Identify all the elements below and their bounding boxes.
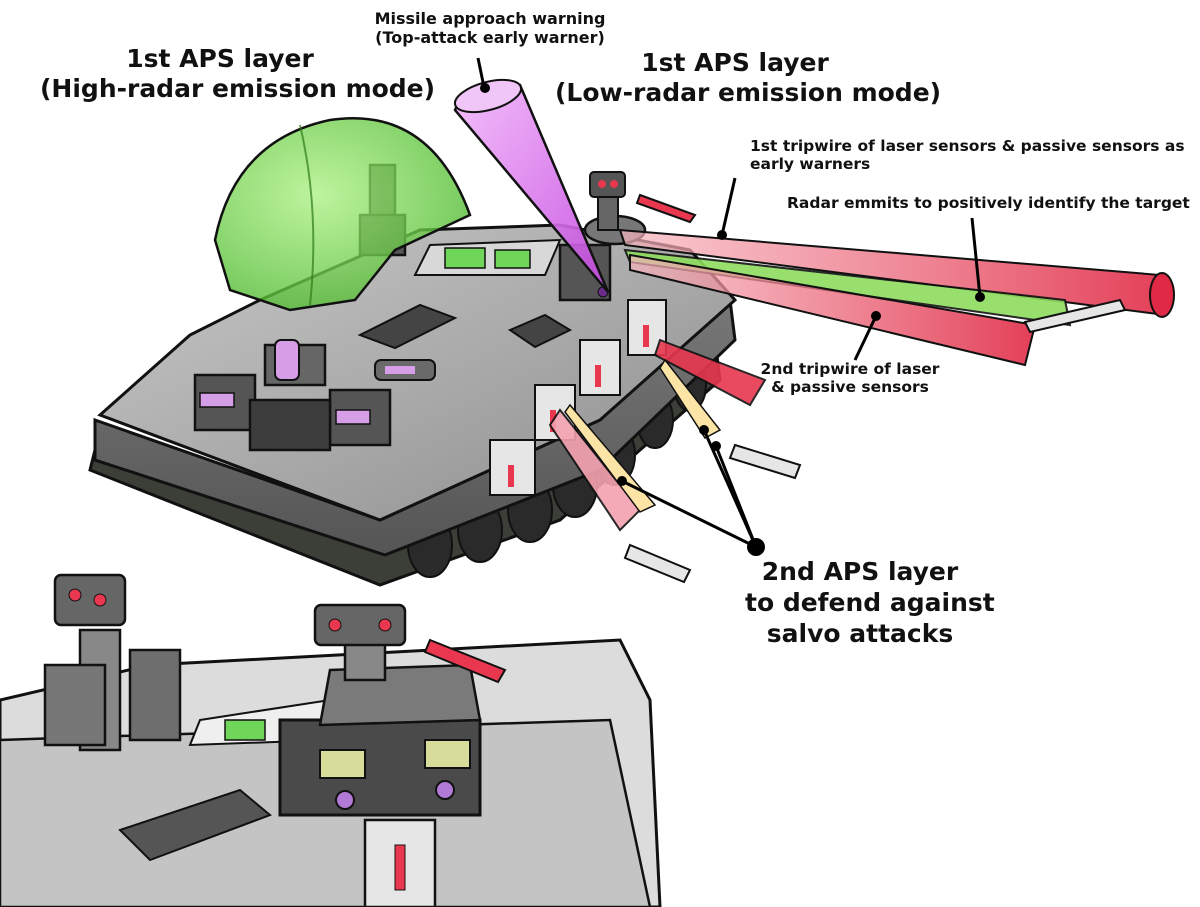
label-line: 2nd APS layer (761, 557, 959, 586)
label-line: & passive sensors (771, 378, 929, 397)
label-line: 1st tripwire of laser sensors & passive … (750, 137, 1185, 155)
label-line: salvo attacks (766, 619, 954, 648)
label-aps-high-radar: 1st APS layer (High-radar emission mode) (40, 44, 436, 103)
label-line: Radar emmits to positively identify the … (787, 194, 1190, 212)
label-radar: Radar emmits to positively identify the … (787, 194, 1190, 212)
aps-dome-high-radar (213, 116, 472, 312)
radar-icon (558, 171, 647, 302)
label-missile-warning: Missile approach warning (Top-attack ear… (360, 9, 620, 48)
label-line: to defend against (745, 588, 995, 617)
laser-beam-lower (629, 253, 1037, 367)
label-line: 2nd tripwire of laser (760, 360, 940, 378)
leader-lines (476, 57, 982, 549)
label-line: 1st APS layer (641, 48, 829, 77)
missile-icon (623, 298, 1127, 584)
label-aps-low-radar: 1st APS layer (Low-radar emission mode) (555, 48, 942, 107)
label-line: 1st APS layer (126, 44, 314, 73)
main-vehicle-turret (193, 339, 436, 452)
label-line: Missile approach warning (374, 9, 606, 28)
label-tripwire-1: 1st tripwire of laser sensors & passive … (750, 137, 1185, 174)
label-line: (Top-attack early warner) (375, 27, 605, 47)
label-tripwire-2: 2nd tripwire of laser & passive sensors (745, 360, 955, 397)
label-aps-2: 2nd APS layer to defend against salvo at… (745, 556, 995, 649)
label-line: (Low-radar emission mode) (555, 77, 942, 107)
radar-beam (623, 248, 1072, 327)
laser-beam-upper (618, 228, 1175, 318)
closeup-vehicle (0, 573, 662, 907)
label-line: (High-radar emission mode) (40, 73, 436, 103)
label-line: early warners (750, 155, 871, 174)
